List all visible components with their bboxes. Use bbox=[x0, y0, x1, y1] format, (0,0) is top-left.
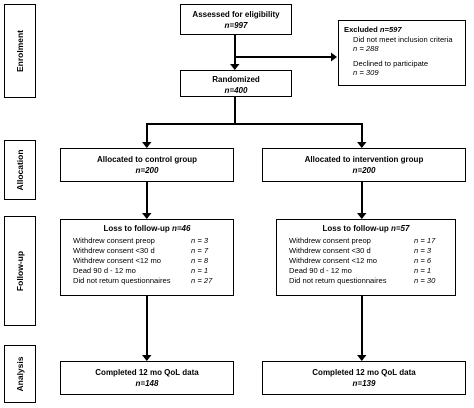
control-allocated-count: n=200 bbox=[135, 166, 159, 175]
control-loss-row-label: Withdrew consent <12 mo bbox=[73, 256, 162, 265]
excluded-count: n=597 bbox=[379, 25, 402, 34]
intervention-loss-count: n=57 bbox=[390, 224, 410, 233]
intervention-completed-box: Completed 12 mo QoL data n=139 bbox=[262, 361, 466, 395]
control-loss-box: Loss to follow-up n=46 Withdrew consent … bbox=[60, 219, 234, 296]
control-loss-row-label: Dead 90 d - 12 mo bbox=[73, 266, 136, 275]
connector-left-down bbox=[146, 123, 148, 147]
control-loss-row-value: n = 3 bbox=[191, 236, 209, 245]
intervention-loss-row: Dead 90 d - 12 mo n = 1 bbox=[289, 266, 455, 276]
intervention-loss-box: Loss to follow-up n=57 Withdrew consent … bbox=[276, 219, 456, 296]
control-loss-row: Withdrew consent preop n = 3 bbox=[73, 236, 233, 246]
intervention-loss-row-label: Withdrew consent preop bbox=[289, 236, 371, 245]
connector-right-down bbox=[361, 123, 363, 147]
assessed-box: Assessed for eligibility n=997 bbox=[180, 4, 292, 35]
intervention-loss-label: Loss to follow-up bbox=[322, 224, 389, 233]
control-allocated-box: Allocated to control group n=200 bbox=[60, 148, 234, 182]
control-loss-label: Loss to follow-up bbox=[103, 224, 170, 233]
connector-randomized-down bbox=[234, 96, 236, 124]
intervention-loss-row: Did not return questionnaires n = 30 bbox=[289, 276, 455, 286]
intervention-loss-row-value: n = 6 bbox=[414, 256, 432, 265]
control-loss-row-value: n = 1 bbox=[191, 266, 209, 275]
excluded-reason1-count: n = 288 bbox=[353, 44, 379, 53]
assessed-label: Assessed for eligibility bbox=[192, 10, 280, 19]
intervention-allocated-box: Allocated to intervention group n=200 bbox=[262, 148, 466, 182]
excluded-reason2-count: n = 309 bbox=[353, 68, 379, 77]
randomized-label: Randomized bbox=[212, 75, 260, 84]
intervention-completed-label: Completed 12 mo QoL data bbox=[312, 368, 416, 377]
control-loss-row-label: Did not return questionnaires bbox=[73, 276, 171, 285]
arrowhead-intervention bbox=[357, 142, 367, 148]
connector-assessed-randomized bbox=[234, 35, 236, 69]
intervention-loss-row-value: n = 3 bbox=[414, 246, 432, 255]
intervention-completed-count: n=139 bbox=[352, 379, 376, 388]
control-loss-row-label: Withdrew consent <30 d bbox=[73, 246, 155, 255]
excluded-label: Excluded bbox=[344, 25, 378, 34]
control-loss-row: Did not return questionnaires n = 27 bbox=[73, 276, 233, 286]
arrowhead-analysis-left bbox=[142, 355, 152, 361]
randomized-count: n=400 bbox=[224, 86, 248, 95]
assessed-count: n=997 bbox=[224, 21, 248, 30]
intervention-loss-row: Withdrew consent <30 d n = 3 bbox=[289, 246, 455, 256]
connector-right-followup-analysis bbox=[361, 296, 363, 360]
control-loss-row: Withdrew consent <30 d n = 7 bbox=[73, 246, 233, 256]
connector-left-allocation-followup bbox=[146, 182, 148, 218]
randomized-box: Randomized n=400 bbox=[180, 70, 292, 97]
arrowhead-analysis-right bbox=[357, 355, 367, 361]
control-completed-count: n=148 bbox=[135, 379, 159, 388]
intervention-allocated-label: Allocated to intervention group bbox=[304, 155, 424, 164]
intervention-loss-row-value: n = 30 bbox=[414, 276, 436, 285]
arrowhead-control bbox=[142, 142, 152, 148]
intervention-loss-row-label: Dead 90 d - 12 mo bbox=[289, 266, 352, 275]
intervention-loss-row: Withdrew consent preop n = 17 bbox=[289, 236, 455, 246]
intervention-loss-row: Withdrew consent <12 mo n = 6 bbox=[289, 256, 455, 266]
control-loss-row: Withdrew consent <12 mo n = 8 bbox=[73, 256, 233, 266]
intervention-loss-row-label: Withdrew consent <30 d bbox=[289, 246, 371, 255]
control-loss-row-value: n = 8 bbox=[191, 256, 209, 265]
control-loss-count: n=46 bbox=[171, 224, 191, 233]
stage-follow-up: Follow-up bbox=[4, 216, 36, 326]
control-loss-row: Dead 90 d - 12 mo n = 1 bbox=[73, 266, 233, 276]
control-completed-label: Completed 12 mo QoL data bbox=[95, 368, 199, 377]
stage-enrolment: Enrolment bbox=[4, 4, 36, 98]
connector-left-followup-analysis bbox=[146, 296, 148, 360]
excluded-box: Excluded n=597 Did not meet inclusion cr… bbox=[338, 20, 466, 86]
excluded-reason2: Declined to participate bbox=[353, 58, 429, 68]
control-completed-box: Completed 12 mo QoL data n=148 bbox=[60, 361, 234, 395]
connector-right-allocation-followup bbox=[361, 182, 363, 218]
control-allocated-label: Allocated to control group bbox=[97, 155, 197, 164]
arrowhead-followup-right bbox=[357, 213, 367, 219]
stage-analysis: Analysis bbox=[4, 345, 36, 403]
stage-allocation: Allocation bbox=[4, 140, 36, 200]
intervention-loss-row-label: Did not return questionnaires bbox=[289, 276, 387, 285]
connector-to-excluded bbox=[234, 56, 332, 58]
connector-split-horizontal bbox=[146, 123, 362, 125]
arrowhead-followup-left bbox=[142, 213, 152, 219]
intervention-loss-row-value: n = 17 bbox=[414, 236, 436, 245]
arrowhead-randomized bbox=[230, 64, 240, 70]
control-loss-row-value: n = 7 bbox=[191, 246, 209, 255]
arrowhead-excluded bbox=[331, 52, 337, 62]
intervention-loss-row-value: n = 1 bbox=[414, 266, 432, 275]
control-loss-row-value: n = 27 bbox=[191, 276, 213, 285]
intervention-allocated-count: n=200 bbox=[352, 166, 376, 175]
excluded-reason1: Did not meet inclusion criteria bbox=[353, 34, 453, 44]
control-loss-row-label: Withdrew consent preop bbox=[73, 236, 155, 245]
intervention-loss-row-label: Withdrew consent <12 mo bbox=[289, 256, 378, 265]
